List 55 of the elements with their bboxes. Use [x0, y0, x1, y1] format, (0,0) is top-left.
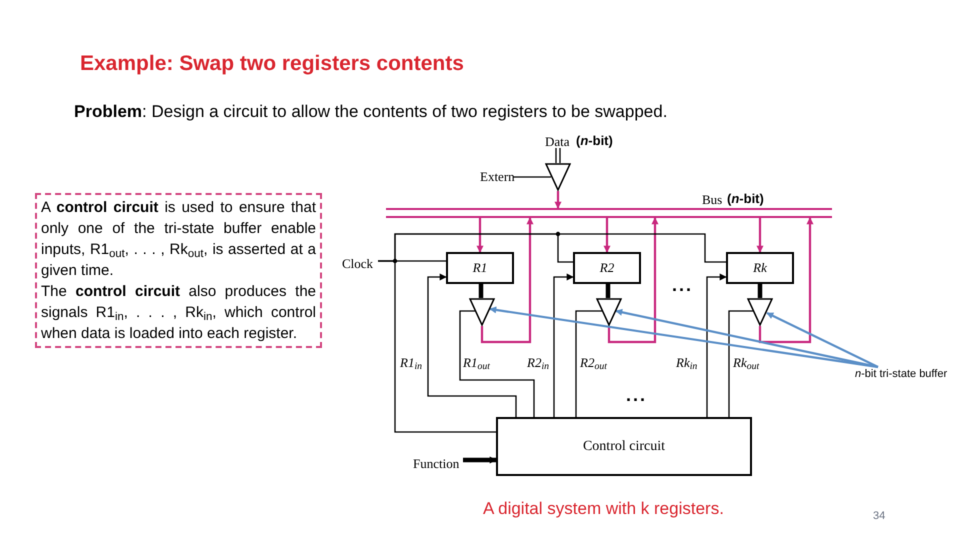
signal-label: R1$_{in}$	[400, 354, 422, 372]
arrow	[758, 217, 814, 344]
arrow	[608, 217, 658, 344]
connector	[478, 284, 484, 298]
connector	[427, 274, 517, 417]
signal-label: R1$_{out}$	[463, 354, 490, 372]
figure-caption: A digital system with k registers.	[483, 498, 724, 520]
block-label: Control circuit	[582, 438, 666, 456]
register-name: Rk	[753, 259, 767, 278]
signal-label: Data	[545, 133, 570, 151]
arrow	[480, 217, 534, 344]
bus-label: Bus	[702, 191, 722, 209]
connector	[553, 274, 574, 417]
callout-text: n-bit tri-state buffer	[855, 367, 948, 382]
arrow	[766, 312, 878, 368]
connector	[606, 284, 610, 298]
note-paragraph: The control circuit also produces the signals R1$_{in}$, . . . , Rk$_{in}$, which control when data is loaded into each register.	[41, 282, 316, 344]
register-box	[446, 252, 514, 284]
signal-label: Extern	[480, 168, 515, 186]
note-paragraph: A control circuit is used to ensure that only one of the tri-state buffer enable inputs, R1$_{out}$, . . . , Rk$_{out}$, is asserted at a given time.	[41, 198, 316, 281]
register-name: R1	[472, 259, 488, 278]
connector	[706, 274, 727, 417]
signal-label: R2$_{in}$	[527, 354, 550, 372]
signal-label: Clock	[342, 256, 374, 271]
connector	[463, 456, 497, 464]
arrow	[476, 218, 484, 253]
signal-label: Rk$_{out}$	[733, 354, 760, 372]
arrow	[756, 218, 764, 253]
note-panel	[35, 193, 322, 348]
tri-state-buffer	[469, 298, 495, 326]
tri-state-buffer	[596, 298, 622, 326]
arrow	[615, 308, 878, 368]
ellipsis: ...	[672, 274, 694, 297]
arrow	[489, 306, 878, 368]
ellipsis: ...	[626, 384, 648, 407]
connector	[575, 310, 602, 417]
arrow	[604, 218, 610, 253]
signal-label: Rk$_{in}$	[676, 354, 698, 372]
width-note: (n-bit)	[576, 132, 613, 150]
signal-label: Function	[413, 456, 460, 471]
register-box	[726, 252, 794, 284]
slide-title: Example: Swap two registers contents	[80, 51, 464, 77]
connector	[758, 284, 762, 298]
tri-state-buffer	[747, 298, 773, 326]
width-note: (n-bit)	[727, 190, 764, 208]
tri-state-buffer	[545, 163, 571, 191]
arrow	[554, 191, 562, 209]
problem-statement: Problem: Design a circuit to allow the contents of two registers to be swapped.	[74, 101, 668, 123]
register-name: R2	[600, 259, 614, 278]
register-box	[573, 252, 641, 284]
connector	[459, 310, 535, 417]
connector	[728, 310, 753, 417]
control-circuit-box	[496, 417, 752, 476]
signal-label: R2$_{out}$	[580, 354, 607, 372]
page-number: 34	[873, 509, 886, 524]
